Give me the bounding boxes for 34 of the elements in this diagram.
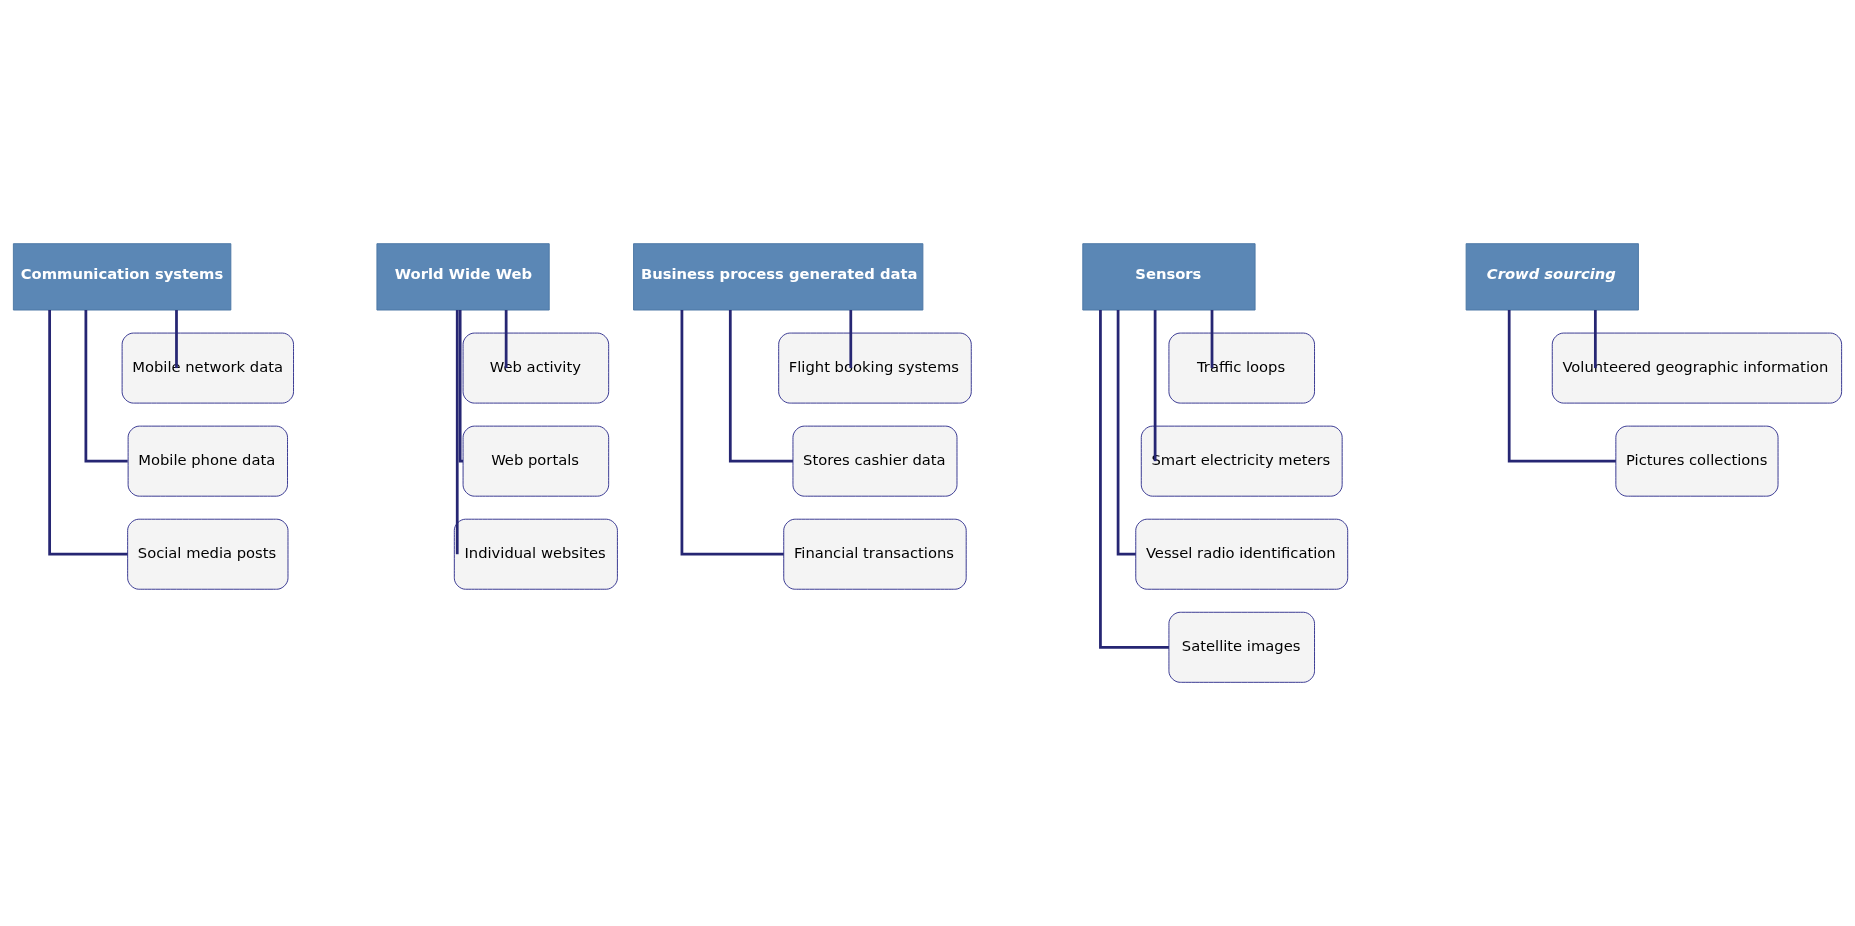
node-box: Traffic loops bbox=[1168, 332, 1315, 404]
node-box: Web portals bbox=[462, 425, 610, 497]
node-box: Financial transactions bbox=[783, 518, 967, 590]
connector bbox=[1507, 310, 1616, 463]
node-box: Stores cashier data bbox=[792, 425, 958, 497]
connector bbox=[1099, 310, 1169, 649]
connector bbox=[849, 310, 853, 369]
node-box: Flight booking systems bbox=[778, 332, 972, 404]
connector bbox=[680, 310, 784, 556]
node-box: Mobile phone data bbox=[127, 425, 288, 497]
node-box: Business process generated data bbox=[633, 243, 924, 311]
connector bbox=[504, 310, 508, 369]
node-box: Volunteered geographic information bbox=[1551, 332, 1843, 404]
node-box: Vessel radio identification bbox=[1135, 518, 1349, 590]
connector bbox=[1153, 310, 1157, 462]
node-box: Satellite images bbox=[1168, 611, 1315, 683]
node-box: Communication systems bbox=[12, 243, 232, 311]
node-box: World Wide Web bbox=[376, 243, 550, 311]
node-box: Sensors bbox=[1082, 243, 1256, 311]
node-box: Crowd sourcing bbox=[1465, 243, 1639, 311]
connector bbox=[48, 310, 128, 556]
node-box: Smart electricity meters bbox=[1140, 425, 1343, 497]
connector bbox=[84, 310, 128, 463]
connector bbox=[455, 310, 459, 555]
connector bbox=[175, 310, 178, 369]
node-box: Mobile network data bbox=[121, 332, 294, 404]
connector bbox=[1210, 310, 1214, 369]
node-box: Pictures collections bbox=[1615, 425, 1779, 497]
connector bbox=[458, 310, 464, 463]
node-box: Individual websites bbox=[453, 518, 618, 590]
connector bbox=[728, 310, 793, 463]
node-box: Social media posts bbox=[127, 518, 289, 590]
connector bbox=[1593, 310, 1597, 369]
connector bbox=[1116, 310, 1136, 556]
